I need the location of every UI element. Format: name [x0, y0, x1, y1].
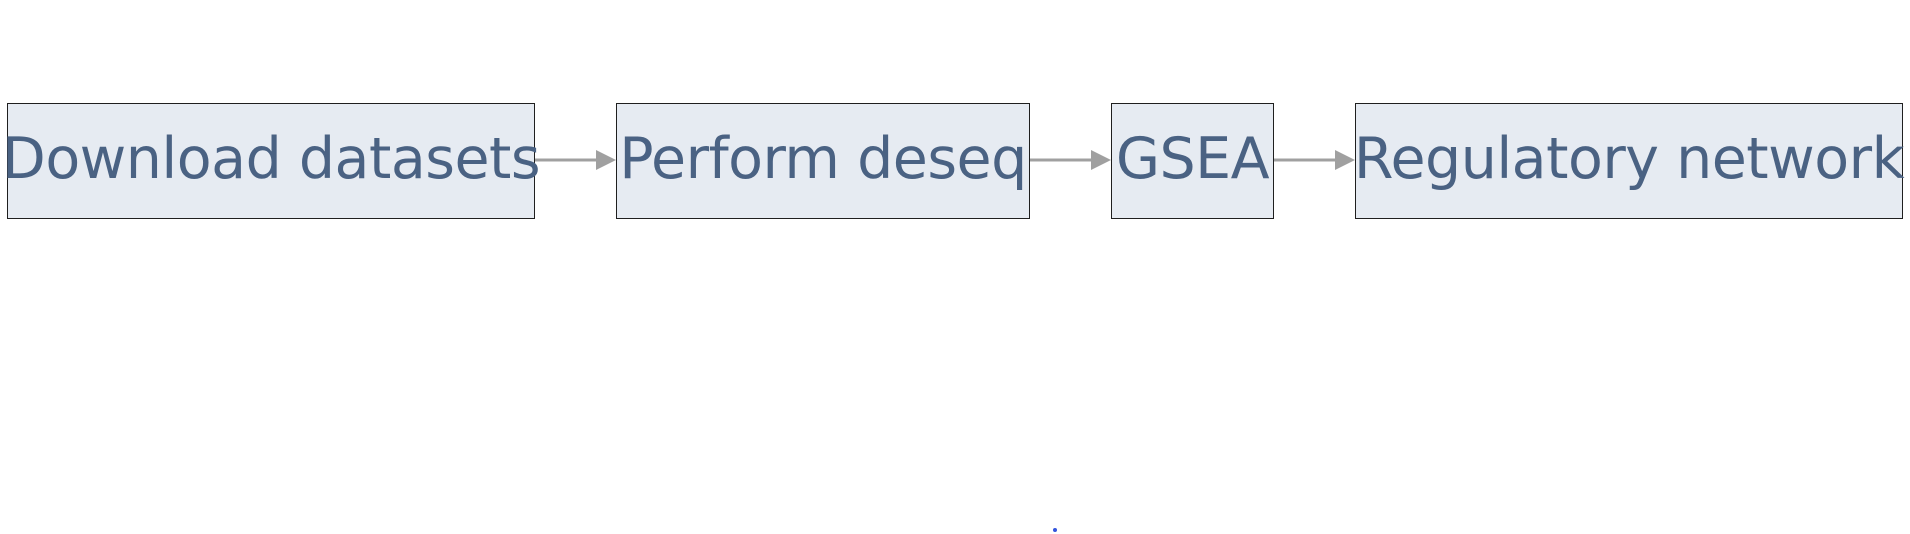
- node-perform-deseq: Perform deseq: [616, 103, 1030, 219]
- node-label: Download datasets: [1, 125, 541, 192]
- arrowhead-icon: [1335, 150, 1355, 170]
- node-label: GSEA: [1115, 125, 1270, 192]
- edge-download-to-deseq: [535, 150, 616, 170]
- node-gsea: GSEA: [1111, 103, 1274, 219]
- edge-gsea-to-network: [1274, 150, 1355, 170]
- node-label: Perform deseq: [619, 125, 1027, 192]
- edge-deseq-to-gsea: [1030, 150, 1111, 170]
- arrowhead-icon: [1091, 150, 1111, 170]
- node-label: Regulatory network: [1353, 125, 1905, 192]
- anchor-dot: [1053, 528, 1057, 532]
- node-regulatory-network: Regulatory network: [1353, 103, 1905, 219]
- arrowhead-icon: [596, 150, 616, 170]
- node-download-datasets: Download datasets: [2, 103, 541, 219]
